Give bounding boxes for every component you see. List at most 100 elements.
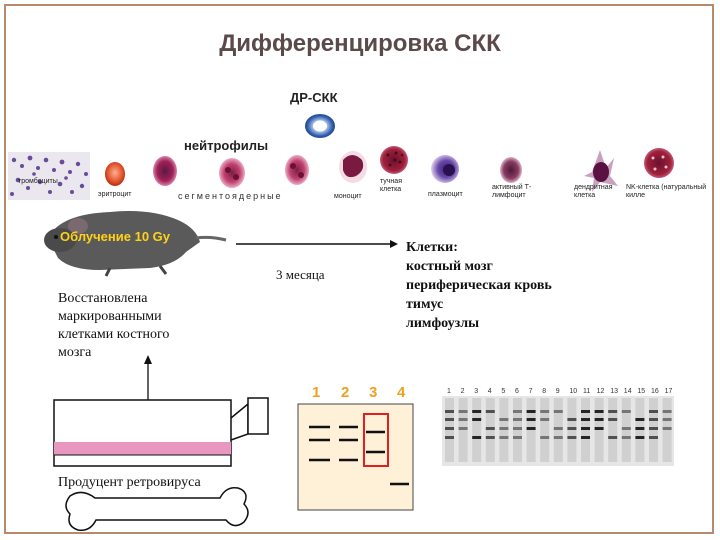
mast-cell-label: тучная клетка bbox=[380, 178, 402, 193]
gel-band bbox=[553, 427, 563, 430]
gel-band bbox=[553, 436, 563, 439]
dendritic-cell bbox=[584, 150, 618, 192]
gel-lane-number: 17 bbox=[664, 388, 673, 395]
gel-band bbox=[499, 418, 509, 421]
lane-number-2: 2 bbox=[341, 384, 350, 401]
gel-band bbox=[649, 427, 658, 430]
gel-lane-number: 14 bbox=[623, 388, 632, 395]
gel-band bbox=[635, 418, 645, 421]
gel-band bbox=[485, 436, 495, 439]
gel-band bbox=[567, 436, 577, 439]
t-lymphocyte-cell bbox=[500, 157, 522, 183]
gel-band bbox=[445, 418, 454, 421]
gel-band bbox=[635, 427, 645, 430]
hsc-cell bbox=[305, 114, 335, 138]
gel-band bbox=[649, 436, 658, 439]
segmented-label: сегментоядерные bbox=[178, 191, 283, 201]
nk-cell bbox=[644, 148, 674, 178]
arrow-3-months bbox=[236, 240, 398, 248]
plasmocyte-cell bbox=[431, 155, 459, 183]
gel-band bbox=[499, 436, 509, 439]
arrow-up bbox=[144, 355, 152, 400]
mouse-illustration bbox=[44, 211, 227, 277]
neutrophil-cells bbox=[153, 155, 309, 188]
cells-item-blood: периферическая кровь bbox=[406, 278, 552, 293]
gel-band bbox=[662, 410, 672, 413]
gel-band bbox=[649, 410, 658, 413]
gel-lane-number: 1 bbox=[447, 388, 451, 395]
gel-band bbox=[608, 436, 618, 439]
gel-lane-number: 5 bbox=[501, 388, 506, 395]
gel-lane-number: 15 bbox=[637, 388, 646, 395]
gel-band bbox=[662, 427, 672, 430]
gel-lane-number: 10 bbox=[569, 388, 578, 395]
platelets-cluster bbox=[8, 152, 90, 200]
gel-lane-number: 4 bbox=[487, 388, 492, 395]
gel-band bbox=[540, 410, 550, 413]
lane-number-1: 1 bbox=[312, 384, 321, 401]
cells-item-thymus: тимус bbox=[406, 297, 444, 312]
gel-lane-number: 11 bbox=[583, 388, 591, 395]
gel-band bbox=[499, 427, 509, 430]
plasmocyte-label: плазмоцит bbox=[428, 191, 463, 198]
hsc-label: ДР-СКК bbox=[290, 90, 338, 105]
gel-band bbox=[594, 418, 604, 421]
gel-lane-number: 3 bbox=[474, 388, 479, 395]
platelets-label: тромбоциты bbox=[18, 178, 58, 185]
monocyte-label: моноцит bbox=[334, 193, 362, 200]
gel-band bbox=[635, 436, 645, 439]
gel-band bbox=[581, 427, 590, 430]
slide-frame bbox=[4, 4, 714, 534]
gel-band bbox=[458, 418, 468, 421]
gel-band bbox=[621, 436, 631, 439]
gel-band bbox=[540, 418, 550, 421]
monocyte-cell bbox=[339, 151, 367, 183]
gel-lane-number: 2 bbox=[460, 388, 465, 395]
gel-band bbox=[662, 418, 672, 421]
gel-band bbox=[445, 410, 454, 413]
gel-band bbox=[621, 427, 631, 430]
gel-lane bbox=[608, 398, 618, 462]
gel-band bbox=[581, 436, 590, 439]
gel-band bbox=[513, 418, 522, 421]
gel-band bbox=[621, 410, 631, 413]
gel-band bbox=[445, 436, 454, 439]
cells-item-bone-marrow: костный мозг bbox=[406, 259, 493, 274]
gel-lane-number: 8 bbox=[542, 388, 547, 395]
nk-label: NK-клетка (натуральный килле bbox=[626, 184, 707, 199]
photo-gel bbox=[442, 396, 674, 466]
gel-lane-number: 16 bbox=[651, 388, 659, 395]
slide-title: Дифференцировка СКК bbox=[219, 30, 501, 57]
gel-band bbox=[553, 410, 563, 413]
cells-heading: Клетки: bbox=[406, 240, 458, 255]
gel-band bbox=[513, 410, 522, 413]
restored-line-1: Восстановлена bbox=[58, 291, 148, 306]
gel-band bbox=[472, 436, 482, 439]
culture-flask bbox=[53, 397, 269, 467]
gel-band bbox=[581, 410, 590, 413]
schematic-gel bbox=[297, 403, 414, 511]
gel-lane-number: 7 bbox=[528, 388, 533, 395]
t-lymphocyte-label: активный Т-лимфоцит bbox=[492, 184, 532, 199]
gel-band bbox=[581, 418, 590, 421]
gel-lane-number: 13 bbox=[610, 388, 618, 395]
dendritic-label: дендритная клетка bbox=[574, 184, 613, 199]
gel-band bbox=[567, 418, 577, 421]
gel-band bbox=[458, 410, 468, 413]
gel-band bbox=[472, 418, 482, 421]
gel-band bbox=[445, 427, 454, 430]
gel-lane bbox=[472, 398, 482, 462]
erythrocyte-label: эритроцит bbox=[98, 191, 132, 198]
neutrophils-label: нейтрофилы bbox=[184, 138, 269, 153]
restored-line-3: клетками костного bbox=[58, 327, 170, 342]
producer-label: Продуцент ретровируса bbox=[58, 475, 201, 490]
gel-band bbox=[526, 427, 536, 430]
lane-number-4: 4 bbox=[397, 384, 406, 401]
cells-list: Клетки: костный мозг периферическая кров… bbox=[406, 238, 552, 333]
gel-lane-number: 9 bbox=[555, 388, 560, 395]
gel-lane-number: 6 bbox=[515, 388, 519, 395]
gel-band bbox=[608, 418, 618, 421]
restored-line-2: маркированными bbox=[58, 309, 162, 324]
cells-item-lymph-nodes: лимфоузлы bbox=[406, 316, 480, 331]
